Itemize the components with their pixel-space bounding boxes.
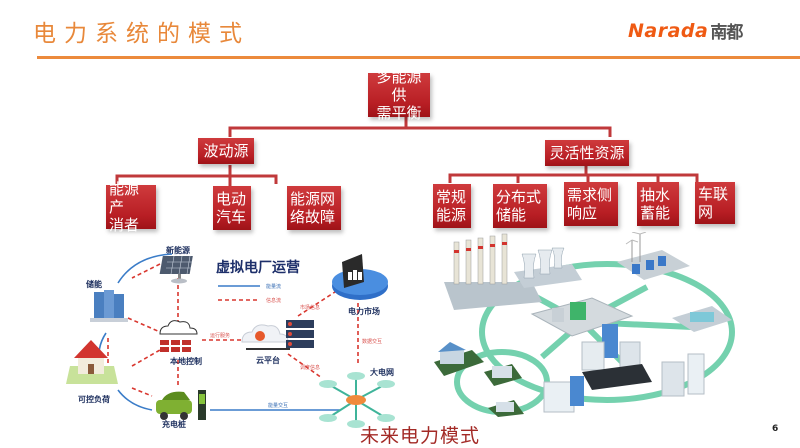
storage-cabinet-icon (90, 290, 128, 322)
connector-right (448, 166, 699, 183)
info-flow-cloud-market (297, 289, 339, 317)
edge-label-dispatch-info: 调度信息 (300, 365, 321, 371)
edge-label-operation-service: 运行服务 (210, 333, 231, 339)
page-number: 6 (772, 424, 779, 434)
wind-farm-icon (617, 231, 690, 280)
main-grid-network-icon (319, 372, 395, 428)
vpp-graphics (66, 253, 395, 428)
node-local-control: 本地控制 (170, 357, 202, 366)
solar-panel-icon (159, 255, 193, 284)
node-main-grid: 大电网 (370, 368, 394, 377)
energy-flow-storage-newenergy (117, 253, 173, 284)
residential-homes-icon (434, 342, 524, 417)
tree-leaf-ev: 电动 汽车 (213, 186, 251, 230)
node-power-market: 电力市场 (348, 307, 380, 316)
edge-label-energy-exchange: 能量交互 (268, 403, 289, 409)
energy-flow-load-charger (117, 389, 153, 411)
node-storage: 储能 (86, 280, 102, 289)
industrial-building-icon (672, 306, 732, 332)
grid-ring-main (479, 261, 735, 403)
city-buildings-icon (581, 324, 705, 397)
tree-connectors (115, 117, 699, 186)
tree-leaf-distributed-storage: 分布式 储能 (493, 184, 547, 228)
edge-label-market-info: 市场信息 (300, 305, 321, 311)
tree-leaf-demand-response: 需求侧 响应 (564, 182, 618, 226)
logo-text-en: Narada (628, 19, 709, 42)
power-market-icon (332, 254, 388, 300)
info-flow-load-charger (131, 387, 153, 397)
node-cloud-platform: 云平台 (256, 356, 280, 365)
local-control-icon (159, 320, 198, 352)
info-flow-storage-local (127, 317, 161, 333)
node-new-energy: 新能源 (166, 246, 190, 255)
node-controllable-load: 可控负荷 (78, 395, 110, 404)
slide-title: 电力系统的模式 (33, 21, 250, 47)
house-icon (66, 340, 118, 384)
legend-energy-flow-label: 能量流 (266, 284, 282, 290)
tree-leaf-v2g: 车联 网 (695, 182, 735, 224)
smart-grid-graphics (434, 231, 735, 417)
tree-leaf-network-fault: 能源网 络故障 (287, 186, 341, 230)
power-balance-tree: 多能源供 需平衡 波动源 灵活性资源 能源产 消者 电动 汽车 能源网 络故障 … (106, 68, 735, 234)
vpp-title: 虚拟电厂运营 (216, 260, 300, 276)
header-divider (37, 56, 800, 59)
thermal-power-plant-icon (444, 233, 582, 310)
narada-logo: Narada 南都 (628, 18, 743, 44)
edge-label-data-exchange: 数据交互 (362, 339, 383, 345)
ev-car-icon (156, 391, 192, 420)
connector-root (228, 117, 612, 137)
tree-leaf-pumped-storage: 抽水 蓄能 (637, 182, 679, 226)
connector-left (115, 165, 278, 186)
smart-grid-illustration (432, 231, 782, 417)
tree-leaf-conventional-energy: 常规 能源 (433, 184, 471, 228)
tree-node-flexible-resources: 灵活性资源 (545, 140, 629, 166)
legend-info-flow-label: 信息流 (266, 298, 282, 304)
future-power-mode-caption: 未来电力模式 (360, 425, 481, 447)
logo-text-cn: 南都 (710, 23, 743, 43)
node-charging-pile: 充电桩 (162, 420, 186, 429)
charger-station-icon (198, 390, 206, 420)
tree-node-fluctuating-sources: 波动源 (198, 138, 254, 164)
tree-node-root: 多能源供 需平衡 (368, 68, 430, 122)
cloud-platform-icon (241, 320, 314, 350)
substation-icon (530, 297, 634, 337)
tree-leaf-prosumer: 能源产 消者 (106, 180, 156, 234)
info-flow-load-local (131, 349, 161, 367)
info-flow-newenergy-storage (131, 263, 161, 279)
virtual-power-plant-diagram: 虚拟电厂运营 能量流 信息流 新能源 储能 本地控制 可控负荷 充电桩 云平台 … (60, 238, 435, 430)
commercial-building-icon (543, 376, 584, 413)
